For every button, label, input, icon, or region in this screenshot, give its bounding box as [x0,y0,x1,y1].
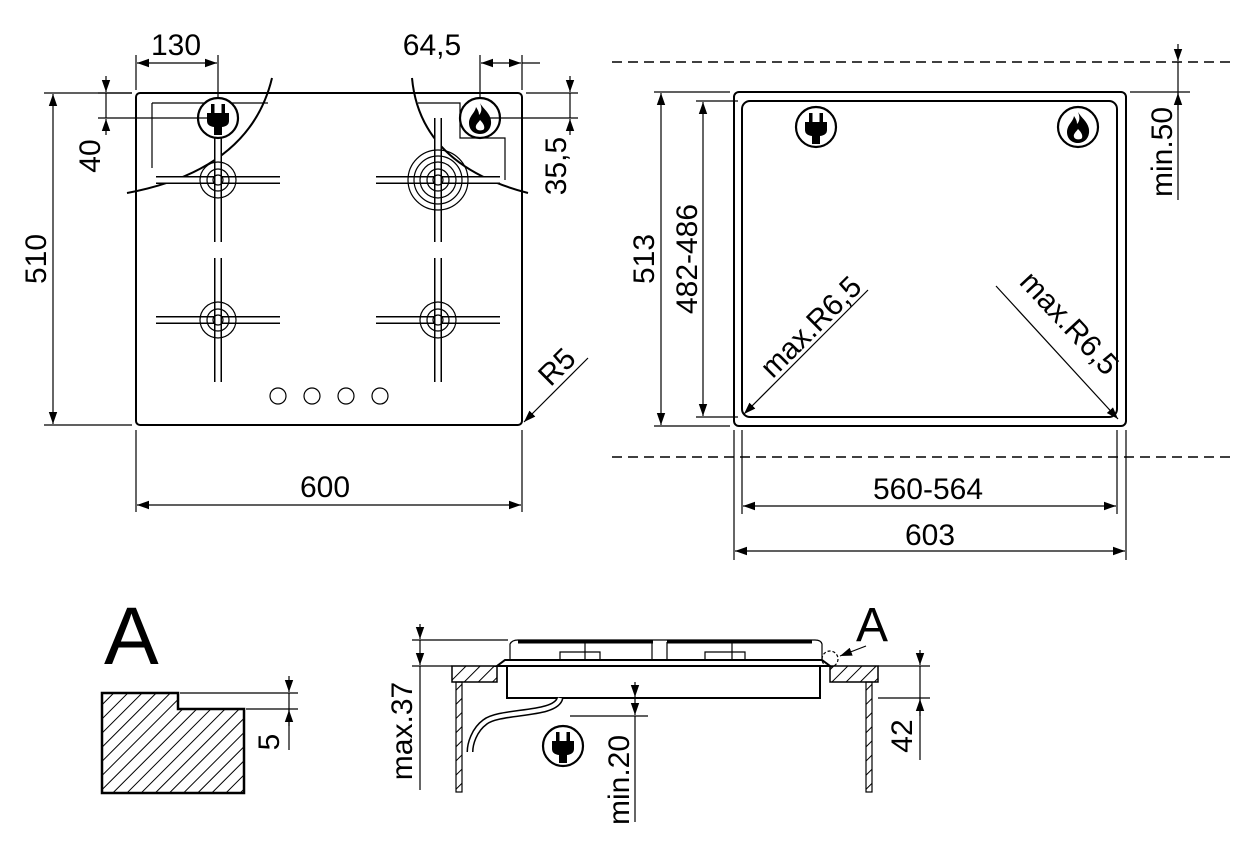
dim-offset-right: 64,5 [403,29,461,62]
burner-front-left [156,258,280,382]
gas-flame-icon [1056,105,1100,149]
hob-outline-outer [733,91,1127,427]
hob-body [506,665,821,699]
cutout-view: max.R6,5 max.R6,5 560-564 603 513 482-48… [612,44,1232,560]
dim-depth: 510 [20,234,53,284]
burner-front-right [376,258,500,382]
section-view: A max.37 min.20 42 [386,599,930,825]
dim-outer-depth: 513 [628,234,661,284]
cut-curve-left [126,77,273,194]
dim-offset-left: 130 [151,29,201,62]
plug-icon [794,105,838,149]
dim-step: 5 [253,734,286,751]
dim-offset-top-left: 40 [74,139,107,172]
detail-a: A 5 [100,591,298,795]
hob-outline [135,92,523,426]
dim-offset-top-right: 35,5 [540,137,573,195]
burner-rear-right [376,118,500,242]
detail-a-label: A [104,591,159,682]
top-view: 600 510 130 64,5 40 35,5 R5 [20,29,589,512]
dim-worktop: 42 [886,719,919,752]
worktop-profile [100,691,246,795]
dim-outer-width: 603 [905,519,955,552]
plug-icon [541,724,585,768]
dim-cut-depth: 482-486 [671,204,704,314]
dim-cut-width: 560-564 [873,473,983,506]
cutout-outline [741,100,1118,418]
dim-min-rear: min.50 [1146,107,1179,197]
dim-radius-left: max.R6,5 [754,270,868,384]
dim-max-height: max.37 [386,682,419,780]
section-detail-label: A [856,599,888,652]
dim-min-clearance: min.20 [603,735,636,825]
dim-corner-radius: R5 [532,342,582,392]
dim-width: 600 [300,471,350,504]
control-knobs [269,387,389,405]
